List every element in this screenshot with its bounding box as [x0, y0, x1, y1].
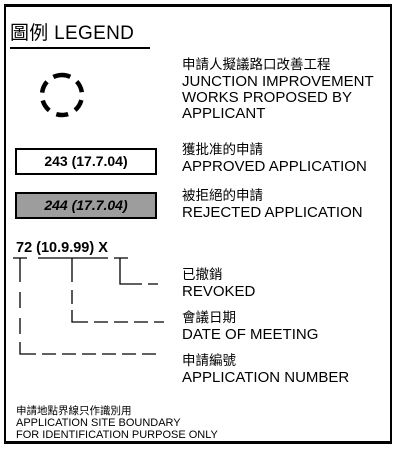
appnum-description: 申請編號 APPLICATION NUMBER: [182, 353, 349, 386]
appnum-en-label: APPLICATION NUMBER: [182, 369, 350, 386]
rejected-sample-box: 244 (17.7.04): [15, 192, 157, 219]
revoked-zh-label: 已撤銷: [182, 267, 223, 283]
approved-description: 獲批准的申請 APPROVED APPLICATION: [182, 142, 367, 175]
legend-title-underline: [10, 47, 150, 49]
revoked-description: 已撤銷 REVOKED: [182, 267, 255, 300]
meeting-description: 會議日期 DATE OF MEETING: [182, 310, 318, 343]
legend-panel: 圖例 LEGEND 申請人擬議路口改善工程 JUNCTION IMPROVEME…: [4, 4, 392, 444]
legend-title: 圖例 LEGEND: [10, 23, 135, 44]
sample-application-number: 72 (10.9.99) X: [16, 240, 108, 256]
rejected-zh-label: 被拒絕的申請: [182, 188, 263, 204]
top-edge: [0, 0, 398, 6]
meeting-leader: [71, 266, 164, 323]
appnum-bracket: [13, 257, 27, 266]
approved-zh-label: 獲批准的申請: [182, 142, 263, 158]
appnum-leader: [19, 266, 156, 355]
meeting-bracket: [38, 257, 108, 266]
junction-en-line-2: WORKS PROPOSED BY: [182, 89, 353, 106]
meeting-en-label: DATE OF MEETING: [182, 326, 319, 343]
rejected-description: 被拒絕的申請 REJECTED APPLICATION: [182, 188, 363, 221]
meeting-zh-label: 會議日期: [182, 310, 236, 326]
revoked-leader: [119, 266, 158, 285]
junction-improvement-description: 申請人擬議路口改善工程 JUNCTION IMPROVEMENT WORKS P…: [182, 57, 374, 122]
revoked-bracket: [114, 257, 128, 266]
junction-en-line-1: JUNCTION IMPROVEMENT: [182, 73, 374, 90]
appnum-zh-label: 申請編號: [182, 353, 236, 369]
junction-zh-label: 申請人擬議路口改善工程: [182, 57, 331, 73]
footnote-en-line-1: APPLICATION SITE BOUNDARY: [16, 417, 181, 429]
footnote-zh: 申請地點界線只作識別用: [16, 405, 132, 417]
dashed-circle-icon: [39, 72, 85, 118]
footnote: 申請地點界線只作識別用 APPLICATION SITE BOUNDARY FO…: [16, 405, 218, 441]
approved-en-label: APPROVED APPLICATION: [182, 158, 367, 175]
rejected-en-label: REJECTED APPLICATION: [182, 204, 363, 221]
junction-en-line-3: APPLICANT: [182, 105, 266, 122]
footnote-en-line-2: FOR IDENTIFICATION PURPOSE ONLY: [16, 429, 218, 441]
approved-sample-box: 243 (17.7.04): [15, 148, 157, 175]
revoked-en-label: REVOKED: [182, 283, 256, 300]
